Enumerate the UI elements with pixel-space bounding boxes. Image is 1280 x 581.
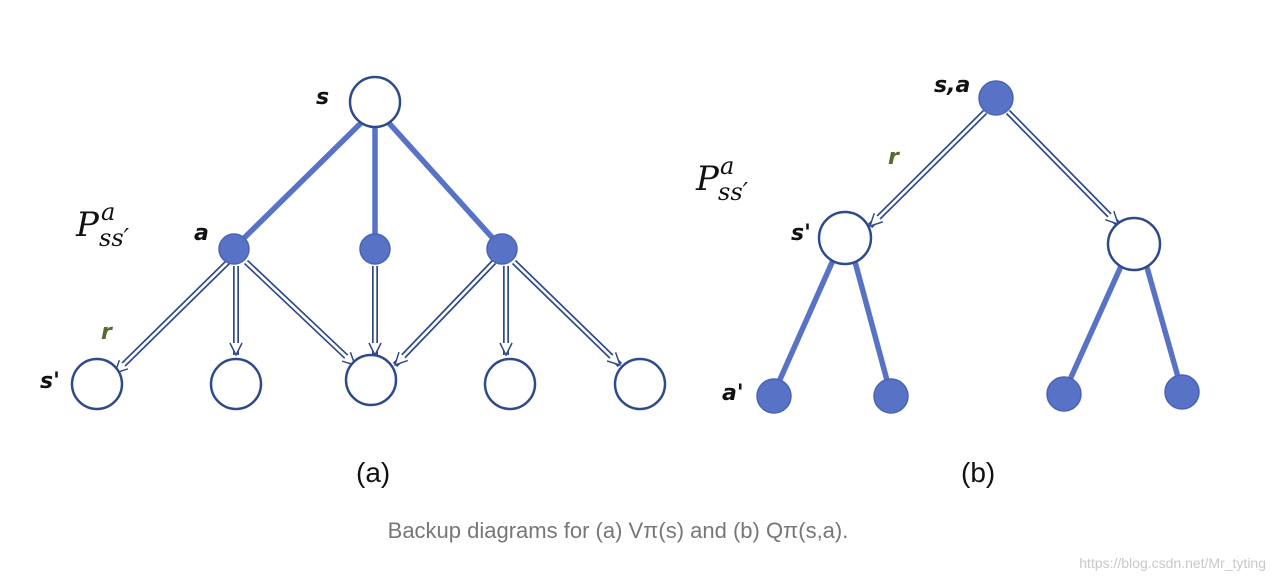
label-r: r [101, 320, 113, 345]
next-action-node-1 [756, 378, 792, 414]
transition-prob-b: P a ss′ [695, 152, 749, 206]
diagram-a: s a r s' P a ss′ (a) [40, 75, 667, 488]
next-state-node-3 [344, 353, 398, 407]
prob-b-main: P [695, 159, 720, 199]
edge-s2-to-a4 [1143, 261, 1183, 387]
action-node-3 [486, 233, 518, 265]
figure-caption: Backup diagrams for (a) Vπ(s) and (b) Qπ… [387, 518, 849, 543]
next-state-node-b2 [1106, 216, 1162, 272]
label-s-a: s,a [934, 73, 970, 98]
next-state-node-1 [70, 357, 124, 411]
label-s-prime: s' [40, 369, 60, 394]
next-state-node-2 [209, 357, 263, 411]
state-action-node-root [978, 80, 1014, 116]
diagram-b: s,a r s' a' P a ss′ (b) [695, 73, 1200, 488]
transition-arrows-a [112, 259, 623, 376]
watermark-url: https://blog.csdn.net/Mr_tyting [1079, 555, 1266, 571]
action-node-2 [359, 233, 391, 265]
label-a-prime: a' [722, 381, 744, 406]
edge-s-to-a3 [385, 119, 501, 247]
prob-b-sup: a [720, 152, 734, 180]
transition-prob-a: P a ss′ [75, 198, 130, 252]
edge-s-to-a1 [235, 119, 365, 247]
label-r-b: r [888, 145, 900, 170]
next-action-node-4 [1164, 374, 1200, 410]
action-node-1 [218, 233, 250, 265]
state-node-root [348, 75, 402, 129]
next-state-node-4 [483, 357, 537, 411]
prob-a-sub: ss′ [99, 224, 130, 252]
backup-diagrams: s a r s' P a ss′ (a) [40, 73, 1200, 488]
next-action-node-2 [873, 378, 909, 414]
label-s-prime-b: s' [791, 221, 811, 246]
edge-s1-to-a1 [775, 255, 837, 387]
sublabel-a: (a) [356, 457, 390, 488]
label-s: s [316, 85, 329, 110]
transition-arrows-b [867, 109, 1121, 229]
next-state-node-b1 [817, 210, 873, 266]
sublabel-b: (b) [961, 457, 995, 488]
edge-s2-to-a3 [1065, 261, 1125, 387]
next-action-node-3 [1046, 376, 1082, 412]
prob-b-sub: ss′ [718, 178, 749, 206]
edge-s1-to-a2 [851, 255, 891, 387]
next-state-node-5 [613, 357, 667, 411]
prob-a-sup: a [101, 198, 115, 226]
prob-a-main: P [75, 205, 100, 245]
label-a: a [194, 221, 209, 246]
